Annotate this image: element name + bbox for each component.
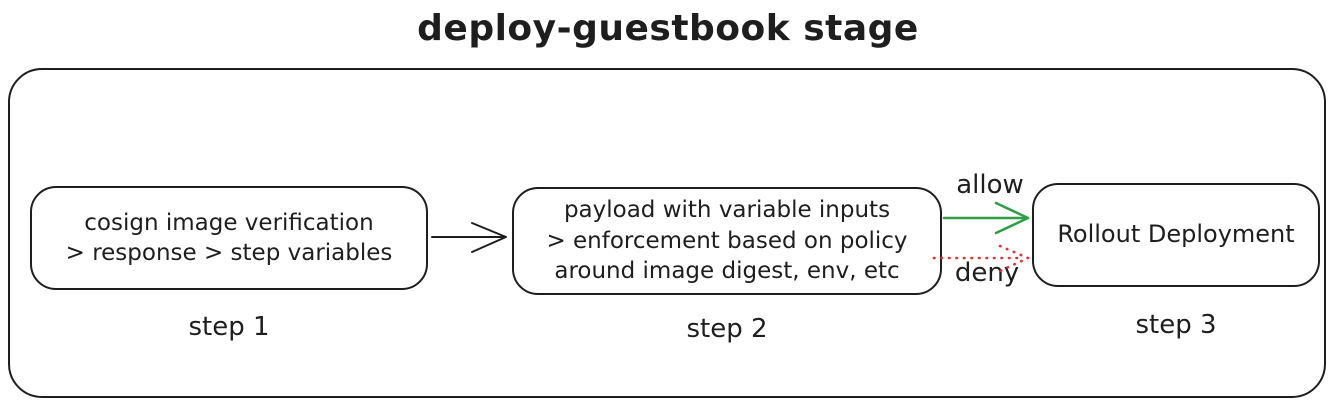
allow-edge-label: allow (956, 170, 1024, 200)
node-step2-line1: payload with variable inputs (563, 197, 891, 224)
caption-step2: step 2 (686, 314, 768, 344)
node-step3: Rollout Deployment (1032, 183, 1320, 287)
caption-step1: step 1 (188, 312, 270, 342)
stage-frame (8, 68, 1326, 398)
caption-step3: step 3 (1135, 310, 1217, 340)
node-step2-line3: around image digest, env, etc (554, 258, 900, 285)
node-step1-line1: cosign image verification (84, 209, 374, 236)
node-step2: payload with variable inputs > enforceme… (512, 187, 942, 295)
node-step3-line1: Rollout Deployment (1057, 220, 1295, 249)
node-step1-line2: > response > step variables (65, 240, 393, 266)
node-step1: cosign image verification > response > s… (30, 186, 428, 290)
node-step2-line2: > enforcement based on policy (546, 227, 908, 254)
deny-edge-label: deny (954, 258, 1020, 288)
diagram-title: deploy-guestbook stage (417, 8, 919, 49)
